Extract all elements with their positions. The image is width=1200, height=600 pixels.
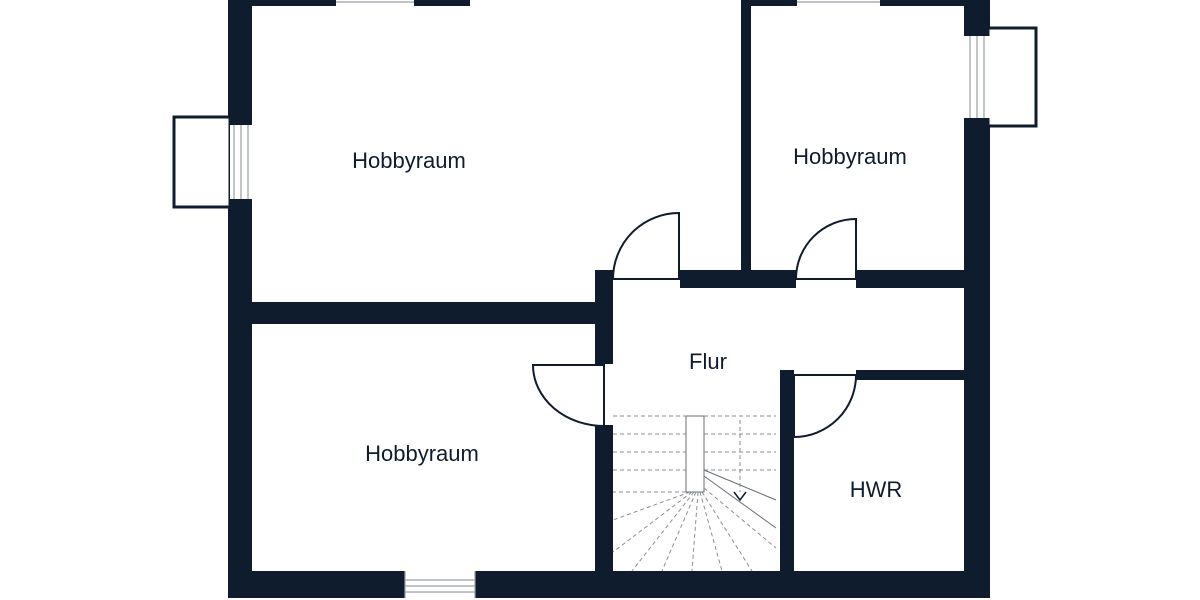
wall-flur-north-b [856, 270, 966, 288]
room-label-hobbyraum-1: Hobbyraum [352, 148, 466, 173]
window-north-right [797, 0, 880, 5]
room-labels: Hobbyraum Hobbyraum Hobbyraum Flur HWR [352, 144, 907, 502]
door-flur-to-hobbyraum-1 [611, 211, 680, 280]
stair-treads [612, 415, 777, 572]
wall-hobby-divider [252, 302, 612, 324]
windows [172, 0, 1038, 598]
wall-hwr-north [856, 370, 966, 380]
window-west-bay [172, 115, 252, 209]
wall-north-c [741, 0, 797, 6]
window-south [404, 571, 476, 598]
wall-flur-west-lower [595, 425, 613, 575]
wall-north-b [414, 0, 470, 6]
room-label-flur: Flur [689, 349, 727, 374]
wall-north-a [228, 0, 336, 6]
wall-between-hobby-rooms [741, 0, 751, 275]
door-flur-to-hwr [793, 374, 858, 439]
room-label-hwr: HWR [850, 477, 903, 502]
wall-flur-north-a [680, 270, 796, 288]
window-east-bay [964, 26, 1038, 128]
wall-south [228, 571, 990, 598]
stair-arrow [733, 420, 747, 502]
door-flur-to-hobbyraum-2 [794, 217, 857, 280]
room-label-hobbyraum-2: Hobbyraum [793, 144, 907, 169]
staircase [612, 415, 777, 572]
wall-west [228, 0, 252, 598]
doors [531, 211, 858, 439]
window-north-left [336, 0, 414, 5]
wall-flur-west-upper [595, 270, 613, 364]
room-label-hobbyraum-3: Hobbyraum [365, 441, 479, 466]
interior-walls [252, 0, 966, 575]
door-flur-to-hobbyraum-3 [531, 364, 605, 428]
wall-hwr-west [780, 370, 794, 575]
stair-newel [685, 415, 705, 493]
wall-north-d [880, 0, 990, 6]
